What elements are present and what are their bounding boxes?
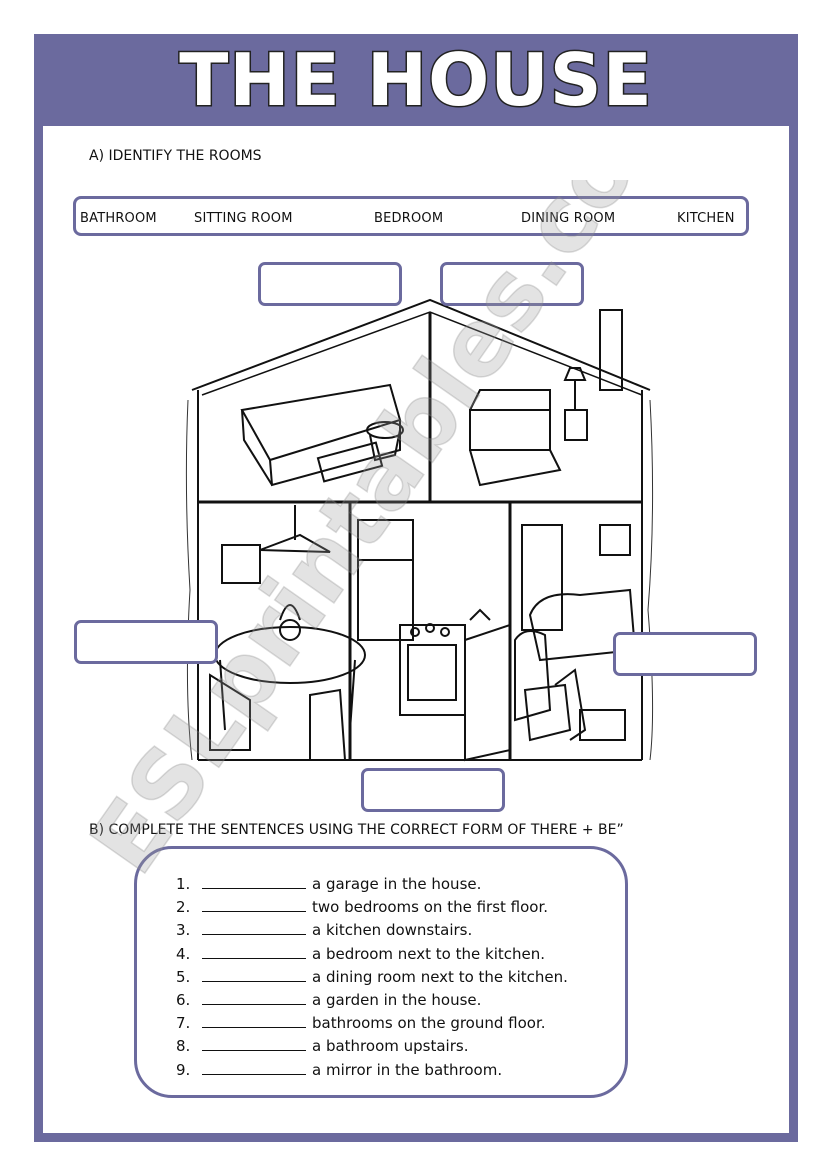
answer-blank-1[interactable] [202, 874, 306, 889]
section-b-heading: B) COMPLETE THE SENTENCES USING THE CORR… [89, 822, 624, 838]
page-title: THE HOUSE [178, 37, 654, 124]
sentence-number: 1. [176, 875, 191, 893]
sentence-text: a mirror in the bathroom. [312, 1061, 503, 1079]
sentence-5: 5. a dining room next to the kitchen. [176, 967, 568, 986]
sentence-text: a kitchen downstairs. [312, 921, 473, 939]
answer-blank-9[interactable] [202, 1060, 306, 1075]
sentence-number: 6. [176, 991, 191, 1009]
word-bedroom: BEDROOM [374, 211, 444, 226]
answer-box-sitting-room[interactable] [613, 632, 757, 676]
title-banner: THE HOUSE [34, 34, 798, 126]
sentence-number: 8. [176, 1037, 191, 1055]
answer-box-bathroom[interactable] [258, 262, 402, 306]
sentence-6: 6. a garden in the house. [176, 990, 481, 1009]
word-kitchen: KITCHEN [677, 211, 735, 226]
sentence-2: 2. two bedrooms on the first floor. [176, 897, 548, 916]
sentence-number: 5. [176, 968, 191, 986]
answer-box-kitchen[interactable] [361, 768, 505, 812]
sentence-text: a garage in the house. [312, 875, 482, 893]
sentence-7: 7. bathrooms on the ground floor. [176, 1013, 546, 1032]
word-bathroom: BATHROOM [80, 211, 157, 226]
answer-blank-2[interactable] [202, 897, 306, 912]
sentence-text: bathrooms on the ground floor. [312, 1014, 546, 1032]
sentence-number: 9. [176, 1061, 191, 1079]
section-a-heading: A) IDENTIFY THE ROOMS [89, 148, 262, 164]
sentence-8: 8. a bathroom upstairs. [176, 1036, 468, 1055]
sentence-text: a dining room next to the kitchen. [312, 968, 568, 986]
sentence-4: 4. a bedroom next to the kitchen. [176, 944, 545, 963]
word-dining-room: DINING ROOM [521, 211, 616, 226]
sentence-text: a bedroom next to the kitchen. [312, 945, 546, 963]
sentence-number: 7. [176, 1014, 191, 1032]
answer-blank-6[interactable] [202, 990, 306, 1005]
word-bank: BATHROOM SITTING ROOM BEDROOM DINING ROO… [73, 196, 749, 236]
sentence-text: a bathroom upstairs. [312, 1037, 469, 1055]
answer-blank-3[interactable] [202, 920, 306, 935]
answer-blank-5[interactable] [202, 967, 306, 982]
sentence-1: 1. a garage in the house. [176, 874, 481, 893]
sentence-number: 3. [176, 921, 191, 939]
house-illustration [185, 298, 654, 762]
sentences-box [134, 846, 628, 1098]
word-sitting-room: SITTING ROOM [194, 211, 293, 226]
sentence-text: two bedrooms on the first floor. [312, 898, 549, 916]
sentence-number: 2. [176, 898, 191, 916]
answer-blank-7[interactable] [202, 1013, 306, 1028]
sentence-9: 9. a mirror in the bathroom. [176, 1060, 502, 1079]
sentence-number: 4. [176, 945, 191, 963]
sentence-text: a garden in the house. [312, 991, 482, 1009]
sentence-3: 3. a kitchen downstairs. [176, 920, 472, 939]
answer-box-bedroom[interactable] [440, 262, 584, 306]
answer-blank-4[interactable] [202, 944, 306, 959]
answer-box-dining-room[interactable] [74, 620, 218, 664]
answer-blank-8[interactable] [202, 1036, 306, 1051]
